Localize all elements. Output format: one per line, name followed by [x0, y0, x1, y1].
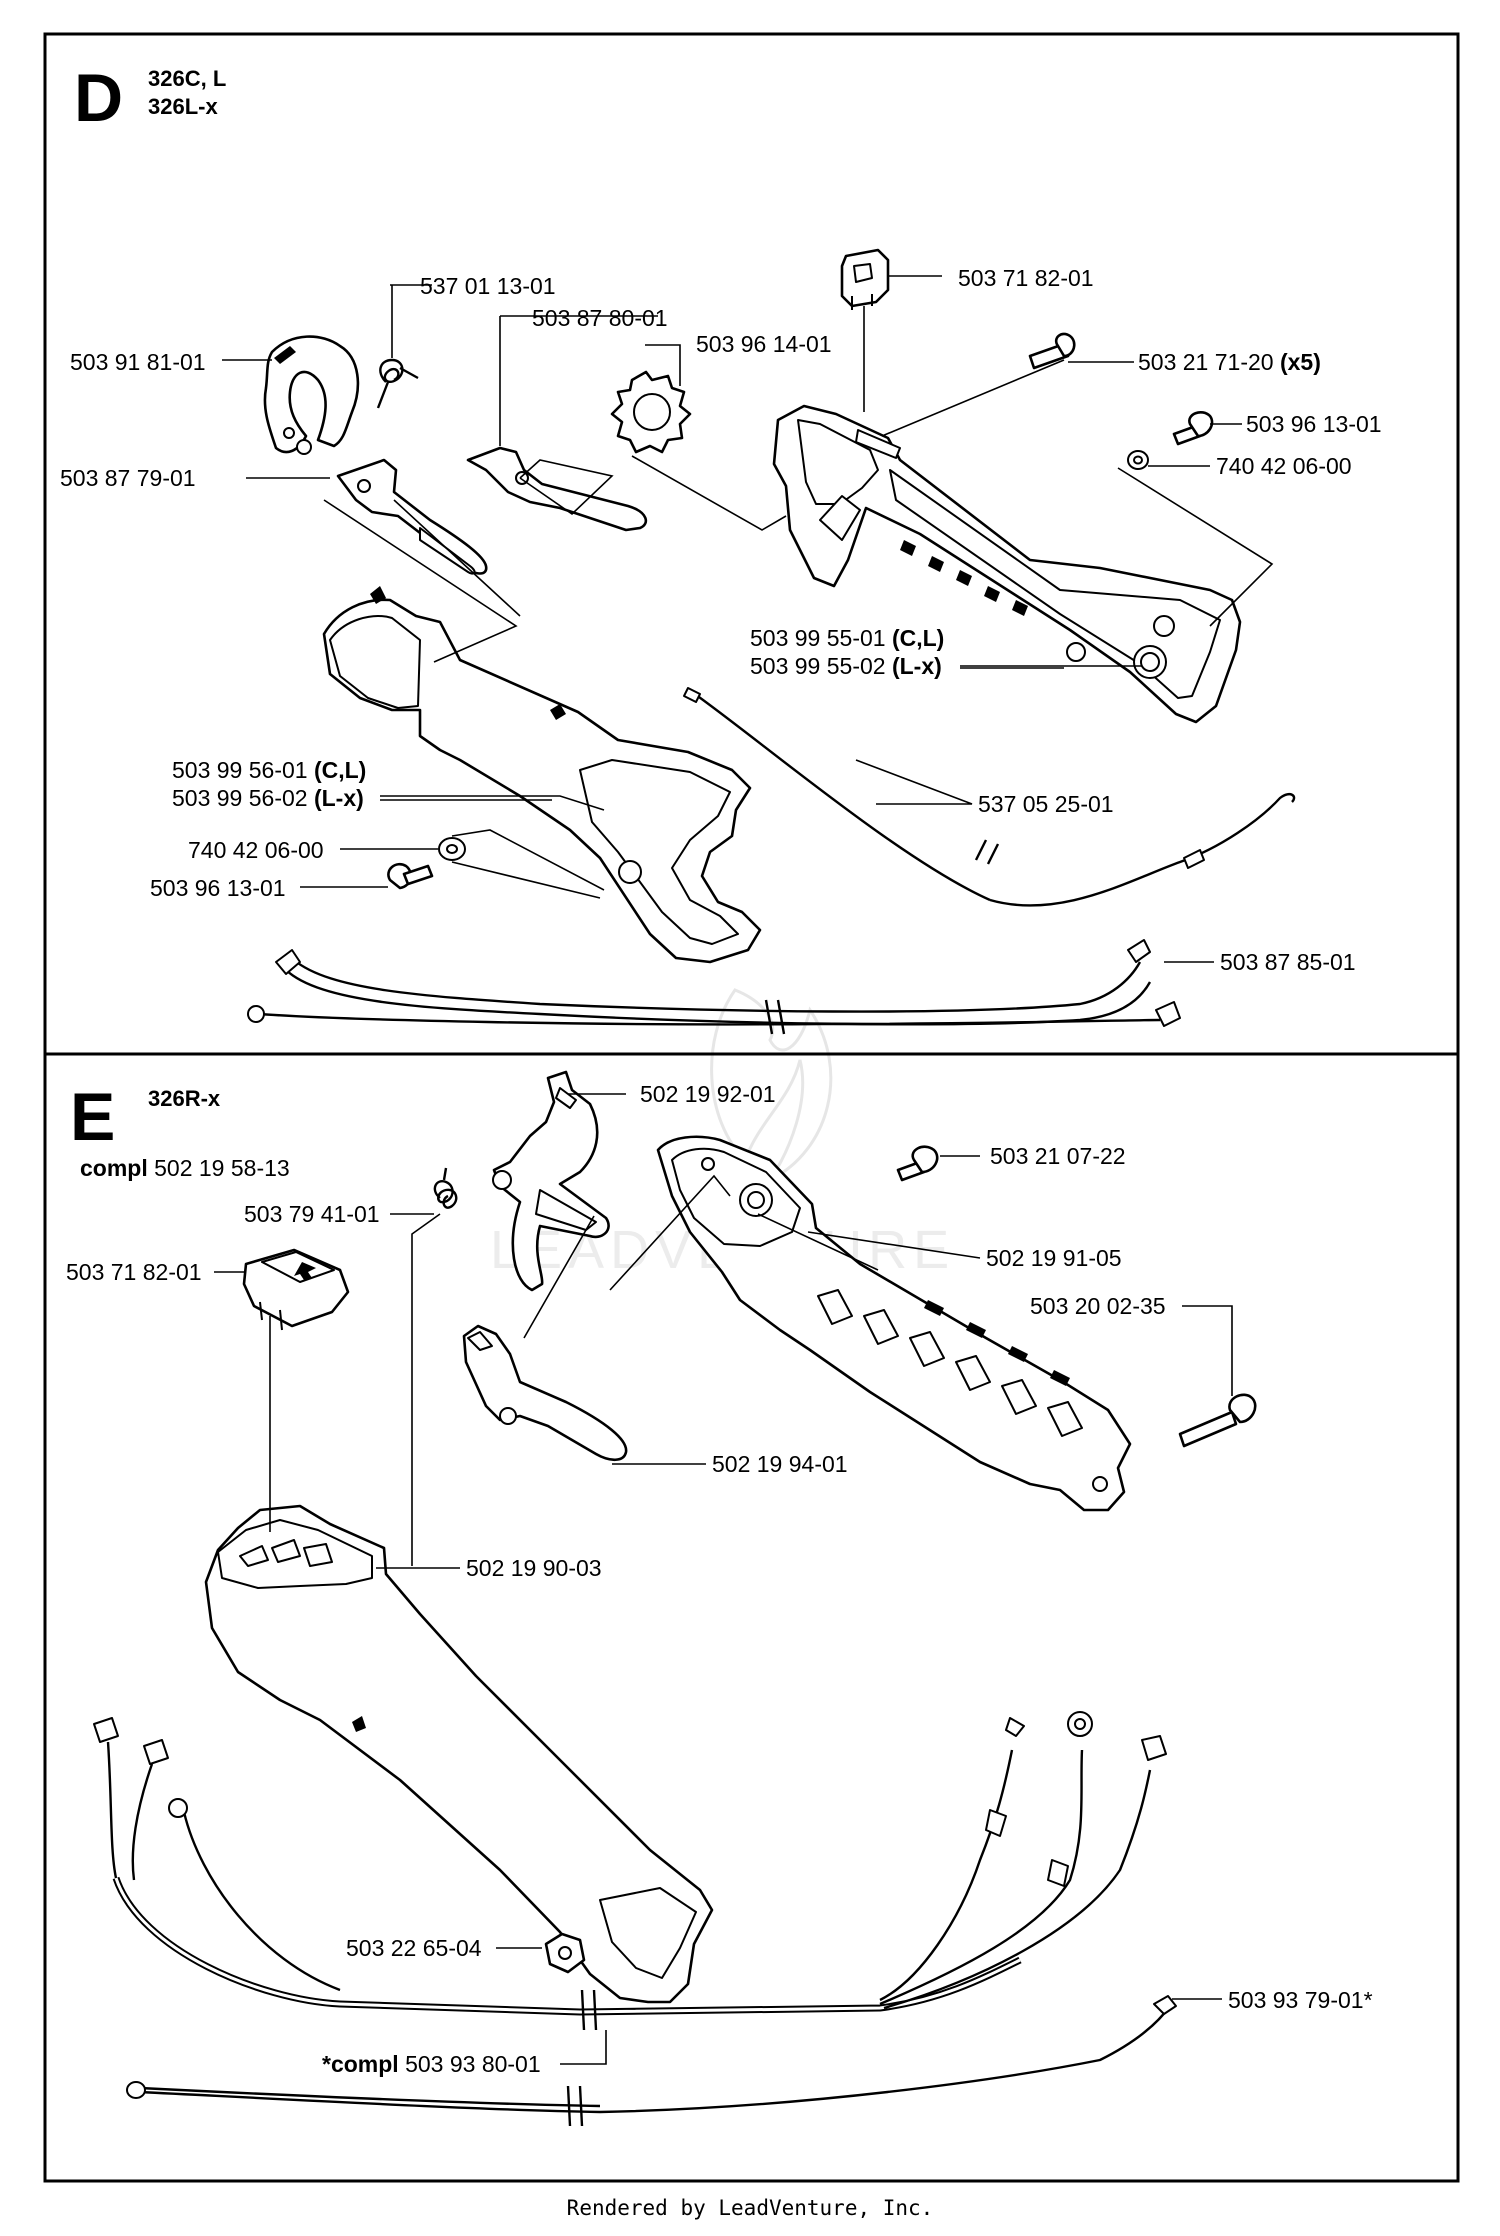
kit-502-19-58-13: compl 502 19 58-13: [80, 1155, 290, 1181]
handle-shell-e-drawing: [204, 1504, 714, 2004]
label-503-71-82-01-e: 503 71 82-01: [66, 1259, 202, 1285]
label-503-87-85-01: 503 87 85-01: [1220, 949, 1356, 975]
handle-shell-drawing: [322, 586, 762, 964]
label-503-96-14-01: 503 96 14-01: [696, 331, 832, 357]
washer-d-right-drawing: [1127, 450, 1149, 470]
spring-drawing: [376, 358, 419, 409]
label-502-19-94-01: 502 19 94-01: [712, 1451, 848, 1477]
label-502-19-90-03: 502 19 90-03: [466, 1555, 602, 1581]
label-503-96-13-01-d-lower: 503 96 13-01: [150, 875, 286, 901]
stop-switch-e-drawing: [242, 1248, 350, 1331]
label-503-91-81-01: 503 91 81-01: [70, 349, 206, 375]
lockout-lever-drawing: [466, 446, 648, 532]
label-503-99-56-02: 503 99 56-02 (L-x): [172, 785, 364, 811]
label-503-22-65-04: 503 22 65-04: [346, 1935, 482, 1961]
screw-5x-drawing: [1028, 332, 1076, 370]
label-503-87-79-01: 503 87 79-01: [60, 465, 196, 491]
label-740-42-06-00-d-right: 740 42 06-00: [1216, 453, 1352, 479]
bracket-drawing: [263, 335, 360, 455]
lockout-e-drawing: [462, 1324, 628, 1462]
cable-e-drawing: [126, 1995, 1177, 2127]
section-e-model: 326R-x: [148, 1086, 221, 1111]
label-537-05-25-01: 537 05 25-01: [978, 791, 1114, 817]
label-503-96-13-01-d-right: 503 96 13-01: [1246, 411, 1382, 437]
label-503-21-71-20: 503 21 71-20 (x5): [1138, 349, 1321, 375]
wire-harness-e-drawing: [93, 1711, 1167, 2031]
label-502-19-91-05: 502 19 91-05: [986, 1245, 1122, 1271]
section-d-letter: D: [74, 60, 123, 136]
screw-e-top-drawing: [896, 1145, 939, 1182]
label-740-42-06-00-d-lower: 740 42 06-00: [188, 837, 324, 863]
throttle-cable-drawing: [683, 687, 1296, 907]
footer-credit: Rendered by LeadVenture, Inc.: [566, 2196, 934, 2220]
spring-e-drawing: [433, 1167, 458, 1209]
label-503-71-82-01-d: 503 71 82-01: [958, 265, 1094, 291]
label-503-99-55-01: 503 99 55-01 (C,L): [750, 625, 944, 651]
label-503-79-41-01: 503 79 41-01: [244, 1201, 380, 1227]
section-e-letter: E: [70, 1079, 115, 1155]
label-503-93-80-01: *compl 503 93 80-01: [322, 2051, 541, 2077]
nut-drawing: [544, 1932, 586, 1974]
leaders-d: [222, 275, 1274, 963]
label-537-01-13-01: 537 01 13-01: [420, 273, 556, 299]
label-503-93-79-01: 503 93 79-01*: [1228, 1987, 1373, 2013]
section-d-model-1: 326C, L: [148, 66, 226, 91]
label-503-99-55-02: 503 99 55-02 (L-x): [750, 653, 942, 679]
label-503-20-02-35: 503 20 02-35: [1030, 1293, 1166, 1319]
label-503-87-80-01: 503 87 80-01: [532, 305, 668, 331]
handle-half-e-drawing: [656, 1135, 1132, 1512]
section-d-model-2: 326L-x: [148, 94, 218, 119]
screw-d-right-drawing: [1172, 411, 1214, 446]
stop-switch-drawing: [840, 248, 890, 310]
label-503-21-07-22: 503 21 07-22: [990, 1143, 1126, 1169]
washer-d-lower-drawing: [438, 837, 466, 861]
leaders-e: [214, 1093, 1233, 2065]
gear-drawing: [610, 370, 692, 454]
screw-e-right-drawing: [1178, 1393, 1257, 1448]
section-e-frame: [43, 1052, 1460, 2183]
label-503-99-56-01: 503 99 56-01 (C,L): [172, 757, 366, 783]
stop-wire-drawing: [247, 939, 1181, 1035]
screw-d-lower-drawing: [387, 862, 434, 890]
label-502-19-92-01: 502 19 92-01: [640, 1081, 776, 1107]
handle-half-drawing: [772, 404, 1242, 724]
section-d-frame: [43, 32, 1460, 1056]
